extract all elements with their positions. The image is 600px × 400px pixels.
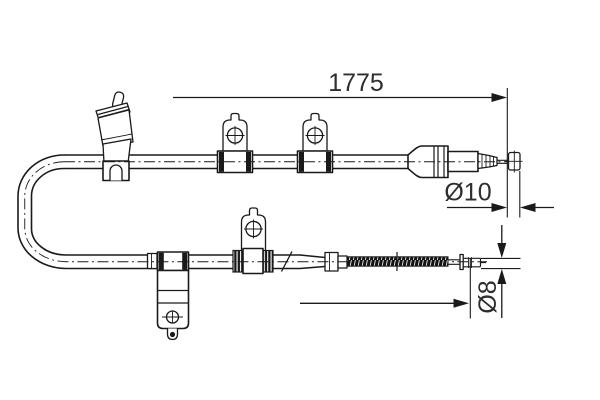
- dim-arrow-right-tip: [491, 203, 507, 212]
- dim-overall-length-label: 1775: [328, 69, 384, 97]
- u-bend-outer-line: [17, 154, 326, 270]
- cable-clamp-2: [296, 112, 334, 174]
- hanger-collar: [146, 252, 158, 270]
- dim-pointer-line: [300, 258, 471, 319]
- end-rod: [497, 159, 508, 164]
- end-nipple-crosshair: [505, 150, 523, 173]
- dim-arrow-down-tip: [497, 243, 507, 258]
- rod-end: [448, 259, 460, 265]
- hanger-band-right: [182, 252, 188, 270]
- cable-clamp-1: [216, 112, 254, 174]
- hanger-tab-peg: [169, 331, 176, 338]
- dim-diameter-10: Ø10: [444, 179, 554, 212]
- dim-arrow-right: [491, 93, 507, 102]
- knurl-left: [232, 249, 244, 273]
- clip-lower-body: [102, 138, 132, 164]
- clamp-hole-crosshair: [225, 126, 245, 145]
- extension-lines-cable-end: [481, 257, 521, 270]
- cable-end-stop-ribs: [468, 257, 472, 268]
- hanger-band-left: [158, 252, 164, 270]
- clamp-hole-crosshair: [305, 126, 325, 145]
- bracket-block: [242, 247, 264, 275]
- abutment-bracket: [232, 207, 274, 275]
- hanger-plate-seams: [157, 289, 189, 304]
- hanger-hole-crosshair: [162, 310, 183, 324]
- dim-arrow-left-tip: [520, 203, 536, 212]
- threaded-cap-ribs: [481, 154, 494, 168]
- dim-diameter-8-label: Ø8: [474, 280, 502, 313]
- centerlines: [24, 161, 507, 263]
- clamp-band-left: [219, 151, 224, 172]
- dim-overall-length: 1775: [173, 69, 507, 102]
- clip-upper-body: [97, 109, 134, 147]
- clip-fold-line: [100, 133, 133, 141]
- break-slash: [280, 251, 293, 272]
- threaded-cap: [477, 152, 498, 170]
- cable-end-stop: [463, 257, 486, 268]
- hanger-bracket: [146, 251, 190, 341]
- lower-centerline: [24, 161, 487, 263]
- cable-routing: [17, 154, 408, 270]
- knurl-right: [262, 249, 274, 273]
- upper-end-fitting: [407, 145, 523, 179]
- clamp-band-left: [299, 151, 304, 172]
- bracket-hole-crosshair: [244, 219, 263, 239]
- pointer-arrow-tip: [453, 298, 469, 308]
- dim-diameter-8: Ø8: [474, 225, 521, 318]
- u-bend-inner-line: [30, 167, 326, 259]
- clip-clamp-arch: [109, 164, 123, 181]
- dim-arrow-up-tip: [497, 269, 507, 284]
- hanger-plate: [156, 269, 190, 330]
- mounting-clip: [95, 91, 134, 182]
- dim-diameter-10-label: Ø10: [444, 179, 491, 207]
